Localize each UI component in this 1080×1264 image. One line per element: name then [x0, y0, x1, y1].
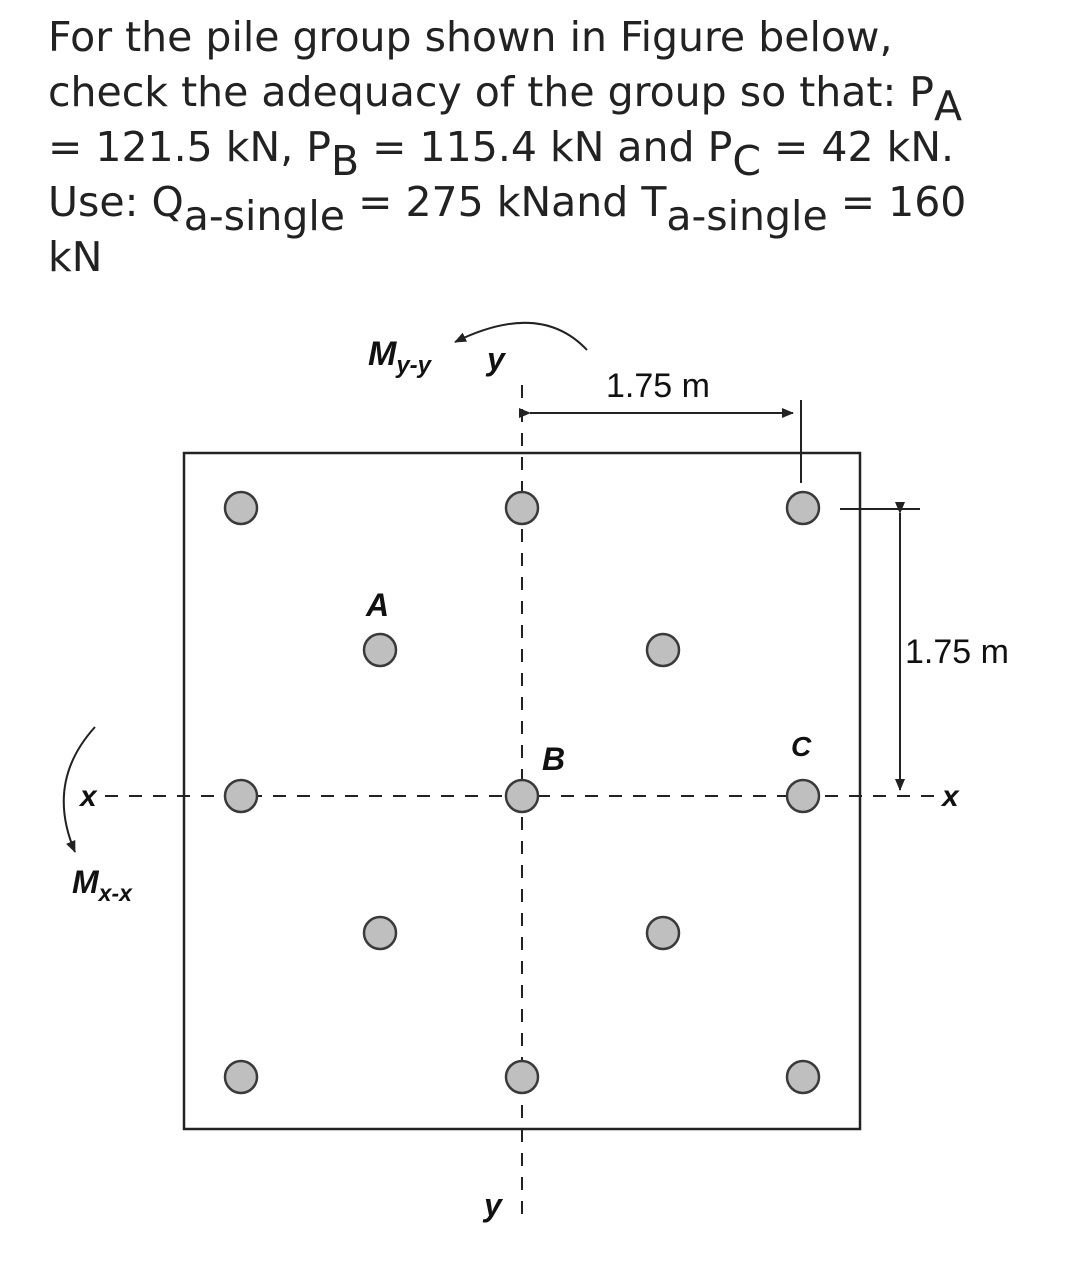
pile-b: [504, 778, 540, 814]
piles: [223, 490, 821, 1095]
pile: [785, 490, 821, 526]
dim-vertical-label: 1.75 m: [905, 633, 1009, 671]
dim-horizontal-label: 1.75 m: [606, 367, 710, 405]
axis-y-bottom-label: y: [482, 1187, 504, 1223]
pile: [504, 1059, 540, 1095]
pile-c: [785, 778, 821, 814]
moment-xx-label: Mx-x: [72, 864, 133, 906]
axis-x-left-label: x: [78, 780, 98, 813]
pile: [645, 915, 681, 951]
pile: [223, 490, 259, 526]
pile: [645, 632, 681, 668]
question-line-5: kN: [48, 233, 103, 281]
pile: [504, 490, 540, 526]
question-text: For the pile group shown in Figure below…: [48, 10, 1058, 285]
pile-b-label: B: [542, 741, 565, 777]
pile-c-label: C: [791, 731, 812, 762]
question-line-4: Use: Qa-single = 275 kNand Ta-single = 1…: [48, 178, 967, 240]
pile: [785, 1059, 821, 1095]
moment-yy-label: My-y: [368, 335, 433, 379]
question-line-1: For the pile group shown in Figure below…: [48, 13, 893, 61]
pile-a-label: A: [365, 587, 389, 623]
pile: [223, 1059, 259, 1095]
question-line-3: = 121.5 kN, PB = 115.4 kN and PC = 42 kN…: [48, 123, 955, 185]
question-line-2: check the adequacy of the group so that:…: [48, 68, 963, 130]
axis-x-right-label: x: [940, 780, 960, 813]
moment-yy-arc: [454, 321, 588, 351]
pile: [223, 778, 259, 814]
axis-y-top-label: y: [485, 341, 507, 377]
pile-a: [362, 632, 398, 668]
moment-xx-arc: [62, 726, 96, 853]
pile: [362, 915, 398, 951]
